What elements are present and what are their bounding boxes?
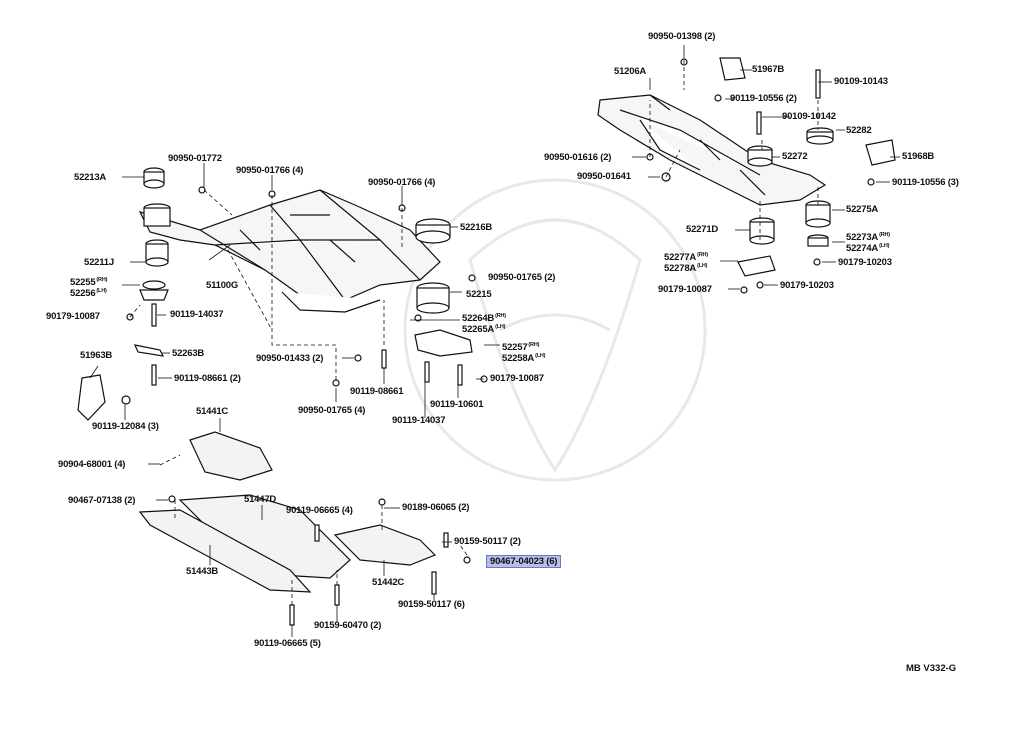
label-90119-06665-5: 90119-06665 (5): [254, 638, 321, 649]
mount-bushings: [77, 57, 896, 421]
label-51443b: 51443B: [186, 566, 219, 577]
label-52256: 52256: [70, 288, 96, 300]
label-90119-06665-4: 90119-06665 (4): [286, 505, 353, 516]
label-90950-01765-2: 90950-01765 (2): [488, 272, 556, 283]
label-90950-01616: 90950-01616 (2): [544, 152, 612, 163]
label-90159-60470: 90159-60470 (2): [314, 620, 382, 631]
diagram-reference-code: MB V332-G: [906, 663, 957, 674]
label-51963b: 51963B: [80, 350, 113, 361]
watermark: [403, 178, 707, 482]
label-90119-10556-3: 90119-10556 (3): [892, 177, 959, 188]
label-90950-01641: 90950-01641: [577, 171, 631, 182]
label-90159-50117-6: 90159-50117 (6): [398, 599, 465, 610]
label-90119-08661: 90119-08661: [350, 386, 404, 397]
label-52275a: 52275A: [846, 204, 879, 215]
label-90904-68001: 90904-68001 (4): [58, 459, 126, 470]
label-52273a-52274a: 52273A(RH) 52274A(LH): [846, 231, 890, 255]
rear-crossmember-51206a: [597, 94, 827, 206]
label-52264b-52265a: 52264B(RH) 52265A(LH): [462, 313, 506, 336]
label-52263b: 52263B: [172, 348, 205, 359]
label-52255-52256: 52255(RH) 52256(LH): [70, 277, 108, 300]
label-52258a: 52258A: [502, 353, 535, 365]
label-90950-01398: 90950-01398 (2): [648, 31, 716, 42]
label-90119-12084: 90119-12084 (3): [92, 421, 159, 432]
label-52265a: 52265A: [462, 324, 495, 336]
label-52257-52258a: 52257(RH) 52258A(LH): [502, 342, 546, 365]
label-51447d: 51447D: [244, 494, 277, 505]
label-52216b: 52216B: [460, 222, 493, 233]
label-90119-10556-2: 90119-10556 (2): [730, 93, 797, 104]
label-90119-14037-b: 90119-14037: [392, 415, 446, 426]
label-90950-01766-b: 90950-01766 (4): [368, 177, 436, 188]
side-rh: (RH): [879, 232, 890, 238]
label-90119-08661-2: 90119-08661 (2): [174, 373, 241, 384]
label-51441c: 51441C: [196, 406, 229, 417]
label-90950-01765-4: 90950-01765 (4): [298, 405, 366, 416]
label-51442c: 51442C: [372, 577, 405, 588]
label-90119-14037-a: 90119-14037: [170, 309, 224, 320]
engine-under-covers: [138, 431, 437, 593]
label-90179-10087-c: 90179-10087: [490, 373, 544, 384]
label-52213a: 52213A: [74, 172, 107, 183]
label-52282: 52282: [846, 125, 872, 136]
label-90179-10203-b: 90179-10203: [780, 280, 834, 291]
label-90119-10601: 90119-10601: [430, 399, 484, 410]
label-51968b: 51968B: [902, 151, 935, 162]
label-90950-01772: 90950-01772: [168, 153, 222, 164]
label-51100g: 51100G: [206, 280, 239, 291]
label-52273a: 52273A: [846, 232, 879, 244]
label-90950-01433: 90950-01433 (2): [256, 353, 324, 364]
label-90109-10143: 90109-10143: [834, 76, 888, 87]
label-52277a: 52277A: [664, 252, 697, 264]
label-52257: 52257: [502, 342, 528, 354]
label-52272: 52272: [782, 151, 808, 162]
label-52277a-52278a: 52277A(RH) 52278A(LH): [664, 252, 708, 275]
label-90109-10142: 90109-10142: [782, 111, 836, 122]
label-90179-10203-a: 90179-10203: [838, 257, 892, 268]
label-52278a: 52278A: [664, 263, 697, 275]
label-90950-01766-a: 90950-01766 (4): [236, 165, 304, 176]
label-52264b: 52264B: [462, 313, 495, 325]
leader-lines: [89, 45, 900, 637]
label-52271d: 52271D: [686, 224, 719, 235]
label-52215: 52215: [466, 289, 492, 300]
label-90179-10087-a: 90179-10087: [46, 311, 100, 322]
label-52255: 52255: [70, 277, 96, 289]
side-lh: (LH): [879, 243, 890, 250]
label-52211j: 52211J: [84, 257, 114, 268]
label-90179-10087-b: 90179-10087: [658, 284, 712, 295]
label-51967b: 51967B: [752, 64, 785, 75]
label-90189-06065: 90189-06065 (2): [402, 502, 470, 513]
label-90467-07138: 90467-07138 (2): [68, 495, 136, 506]
label-51206a: 51206A: [614, 66, 647, 77]
front-crossmember-51100g: [138, 189, 441, 313]
label-90467-04023-highlighted[interactable]: 90467-04023 (6): [486, 555, 562, 568]
label-90159-50117-2: 90159-50117 (2): [454, 536, 521, 547]
label-52274a: 52274A: [846, 243, 879, 255]
